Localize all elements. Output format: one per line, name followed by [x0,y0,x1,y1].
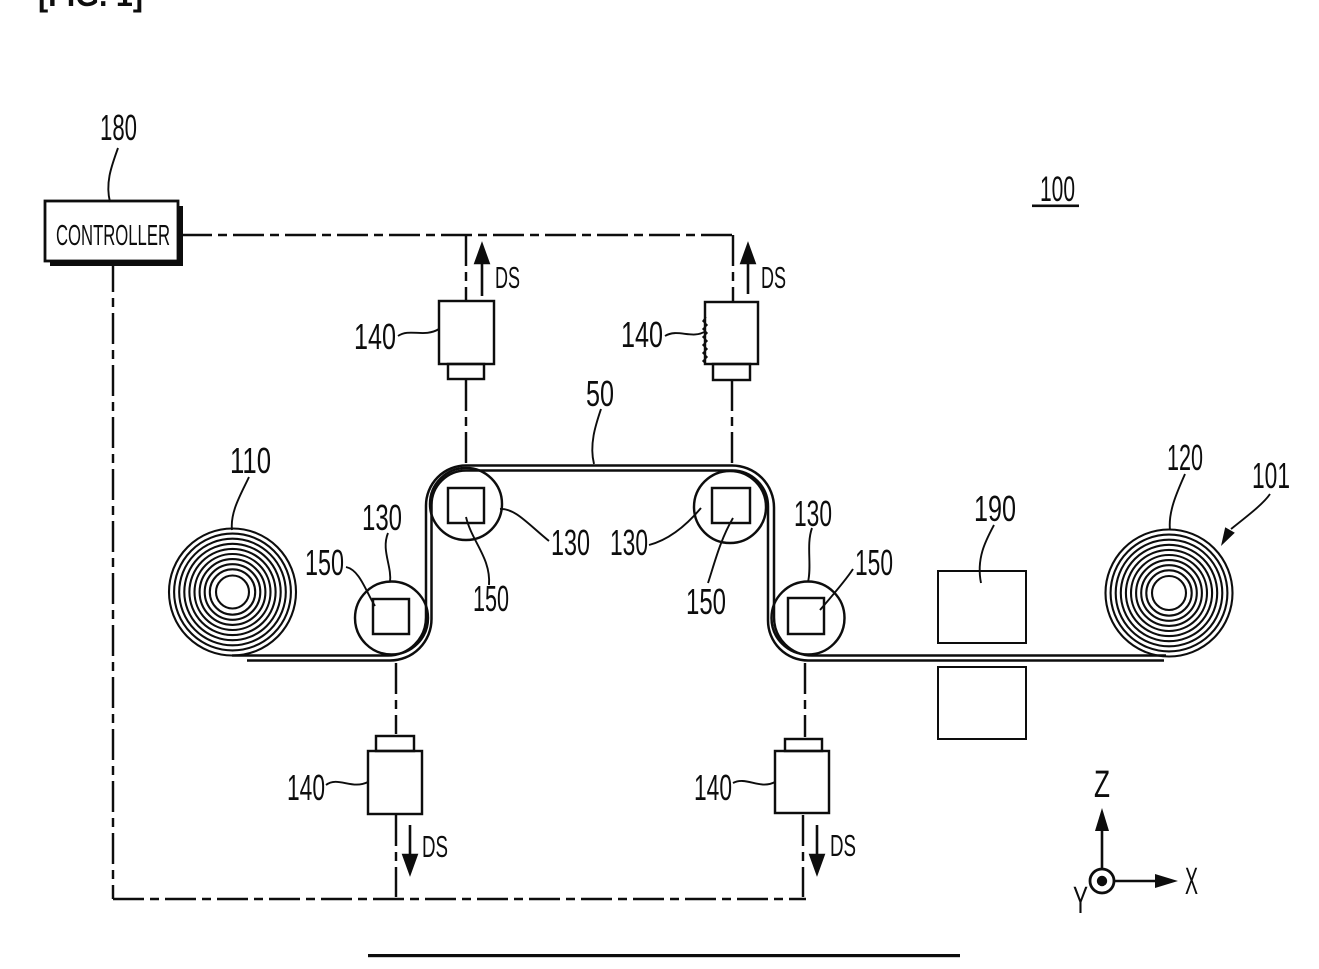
svg-text:DS: DS [761,260,786,295]
svg-text:120: 120 [1167,437,1203,478]
svg-text:Z: Z [1094,764,1110,806]
svg-text:140: 140 [354,316,396,357]
svg-text:101: 101 [1252,455,1290,496]
svg-text:150: 150 [473,578,509,619]
svg-text:Y: Y [1073,880,1088,922]
svg-text:110: 110 [230,440,271,481]
svg-text:130: 130 [794,493,832,534]
svg-text:130: 130 [610,522,648,563]
svg-text:140: 140 [287,767,325,808]
svg-text:130: 130 [551,522,590,563]
svg-text:DS: DS [495,260,520,295]
svg-text:140: 140 [621,314,663,355]
svg-text:[FIG. 1]: [FIG. 1] [38,0,143,13]
svg-text:DS: DS [830,828,856,863]
svg-text:X: X [1185,861,1198,903]
svg-text:CONTROLLER: CONTROLLER [56,220,170,252]
svg-text:100: 100 [1040,170,1075,209]
svg-text:190: 190 [974,488,1016,529]
svg-text:150: 150 [686,581,726,622]
svg-text:140: 140 [694,767,732,808]
svg-text:130: 130 [362,497,402,538]
svg-text:180: 180 [100,107,137,148]
svg-text:150: 150 [305,542,344,583]
svg-text:150: 150 [855,542,893,583]
svg-text:DS: DS [422,829,448,864]
svg-text:50: 50 [586,373,614,414]
